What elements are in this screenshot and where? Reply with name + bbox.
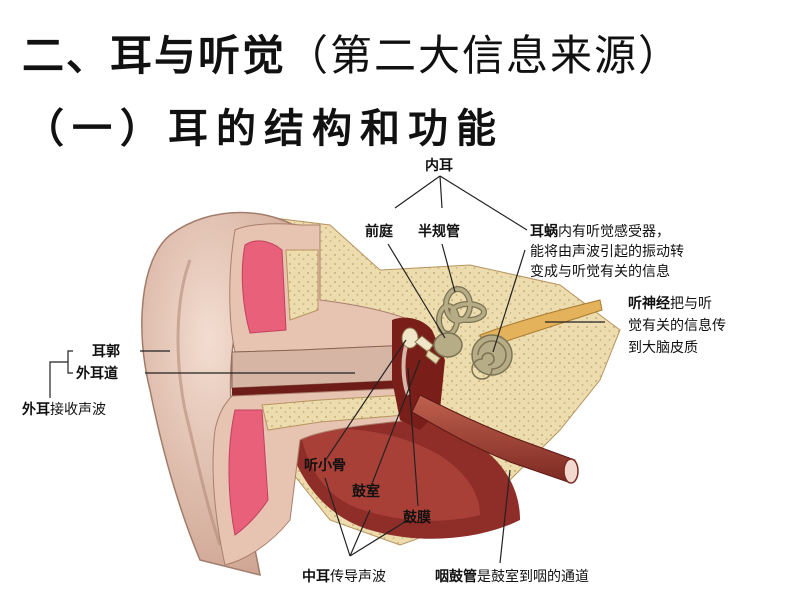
svg-text:鼓膜: 鼓膜 (403, 509, 431, 526)
svg-text:耳郭: 耳郭 (92, 343, 120, 360)
svg-text:鼓室: 鼓室 (352, 483, 380, 500)
label-eardrum: 鼓膜 (403, 509, 431, 526)
leader-vestibule (387, 243, 446, 339)
svg-text:外耳道: 外耳道 (76, 365, 118, 382)
title-parenthetical: （第二大信息来源） (286, 31, 683, 80)
svg-text:耳蜗内有听觉感受器，: 耳蜗内有听觉感受器， (530, 223, 670, 240)
label-outer-ear-desc: 接收声波 (50, 401, 106, 418)
bracket-outer-ear (49, 350, 73, 398)
label-vestibule: 前庭 (365, 223, 394, 240)
leader-cochlea (492, 249, 526, 353)
upper-cartilage (241, 240, 287, 334)
label-eustachian-desc: 是鼓室到咽的通道 (477, 568, 589, 585)
vestibule-shape (433, 332, 463, 358)
auditory-nerve (479, 299, 603, 349)
label-auditory-nerve-desc-2: 觉有关的信息传 (628, 317, 726, 334)
title-main: 二、耳与听觉 (22, 31, 287, 80)
label-ear-canal: 外耳道 (76, 365, 118, 382)
label-cochlea-desc-3: 变成与听觉有关的信息 (530, 263, 670, 280)
leader-semicircular (441, 243, 456, 293)
label-auditory-nerve-desc-3: 到大脑皮质 (628, 340, 698, 356)
ossicles-shape (401, 327, 441, 365)
page-title: 二、耳与听觉（第二大信息来源） (22, 22, 682, 83)
cochlea-shape (471, 334, 513, 380)
leader-ossicles (324, 339, 407, 462)
section-subtitle: （一）耳的结构和功能 (24, 106, 504, 152)
label-semicircular-canals: 半规管 (418, 223, 460, 240)
label-cochlea-desc-1: 内有听觉感受器， (558, 223, 670, 240)
label-tympanic-cavity: 鼓室 (352, 483, 380, 500)
svg-text:变成与听觉有关的信息: 变成与听觉有关的信息 (530, 263, 670, 280)
label-outer-ear: 外耳 (22, 401, 50, 418)
leader-tympanic (367, 359, 421, 495)
label-cochlea: 耳蜗 (530, 224, 558, 240)
leader-inner-ear (394, 175, 528, 231)
svg-text:中耳传导声波: 中耳传导声波 (302, 568, 386, 585)
svg-text:外耳接收声波: 外耳接收声波 (22, 401, 106, 418)
label-middle-ear-desc: 传导声波 (330, 569, 386, 585)
leader-eardrum (407, 367, 419, 507)
svg-text:内耳: 内耳 (425, 157, 453, 174)
label-cochlea-desc-2: 能将由声波引起的振动转 (530, 244, 684, 260)
label-eustachian-tube: 咽鼓管 (435, 568, 477, 585)
label-auditory-nerve-desc-1: 把与听 (670, 296, 712, 312)
eustachian-opening (563, 458, 579, 484)
svg-text:前庭: 前庭 (365, 223, 394, 240)
svg-text:到大脑皮质: 到大脑皮质 (628, 340, 698, 356)
svg-text:能将由声波引起的振动转: 能将由声波引起的振动转 (530, 244, 684, 260)
leader-eustachian (499, 469, 511, 564)
label-middle-ear: 中耳 (302, 568, 330, 585)
svg-text:觉有关的信息传: 觉有关的信息传 (628, 317, 726, 334)
svg-text:半规管: 半规管 (418, 223, 460, 240)
lower-cartilage (228, 409, 269, 536)
label-auricle: 耳郭 (92, 343, 120, 360)
label-auditory-nerve: 听神经 (628, 295, 670, 312)
label-inner-ear: 内耳 (425, 157, 453, 174)
label-ossicles: 听小骨 (304, 457, 346, 474)
svg-text:听神经把与听: 听神经把与听 (628, 295, 712, 312)
svg-text:咽鼓管是鼓室到咽的通道: 咽鼓管是鼓室到咽的通道 (435, 568, 589, 585)
svg-text:听小骨: 听小骨 (304, 457, 346, 474)
leader-middle-ear (324, 477, 409, 557)
